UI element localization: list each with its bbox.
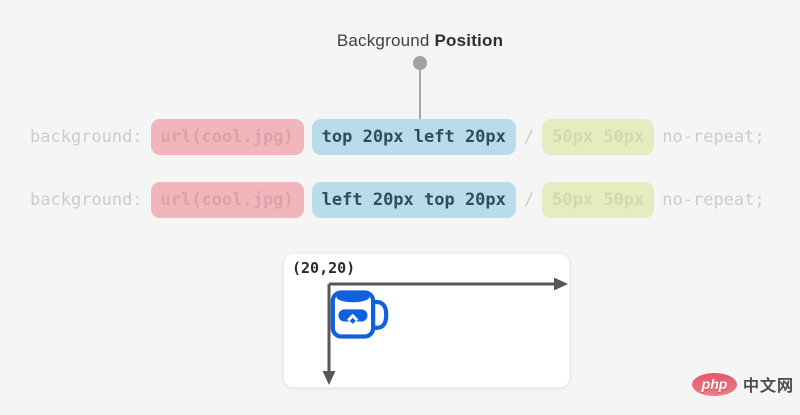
repeat-value: no-repeat; [662,127,765,147]
page-title-bold: Position [434,31,504,50]
slash-separator: / [523,190,535,210]
size-value-badge: 50px 50px [542,119,655,155]
position-value-badge: left 20px top 20px [311,182,516,218]
coordinate-label: (20,20) [292,259,356,277]
property-name: background: [30,190,143,210]
position-value-badge: top 20px left 20px [311,119,516,155]
php-logo-icon: php [692,372,737,396]
mug-icon [330,290,389,339]
css-rule-line-2: background: url(cool.jpg) left 20px top … [30,182,765,218]
slash-separator: / [523,127,535,147]
watermark-text: 中文网 [743,378,795,395]
url-value-badge: url(cool.jpg) [150,182,304,218]
pointer-line [419,69,421,119]
page-title-normal: Background [336,31,435,50]
property-name: background: [30,127,143,147]
size-value-badge: 50px 50px [542,182,655,218]
axes-arrows-icon [322,277,568,385]
page-title: Background Position [337,31,503,51]
css-rule-line-1: background: url(cool.jpg) top 20px left … [30,119,765,155]
url-value-badge: url(cool.jpg) [150,119,304,155]
site-watermark: php 中文网 [692,372,794,396]
repeat-value: no-repeat; [662,190,765,210]
position-demo-box: (20,20) [283,253,570,388]
pointer-dot [413,56,427,70]
